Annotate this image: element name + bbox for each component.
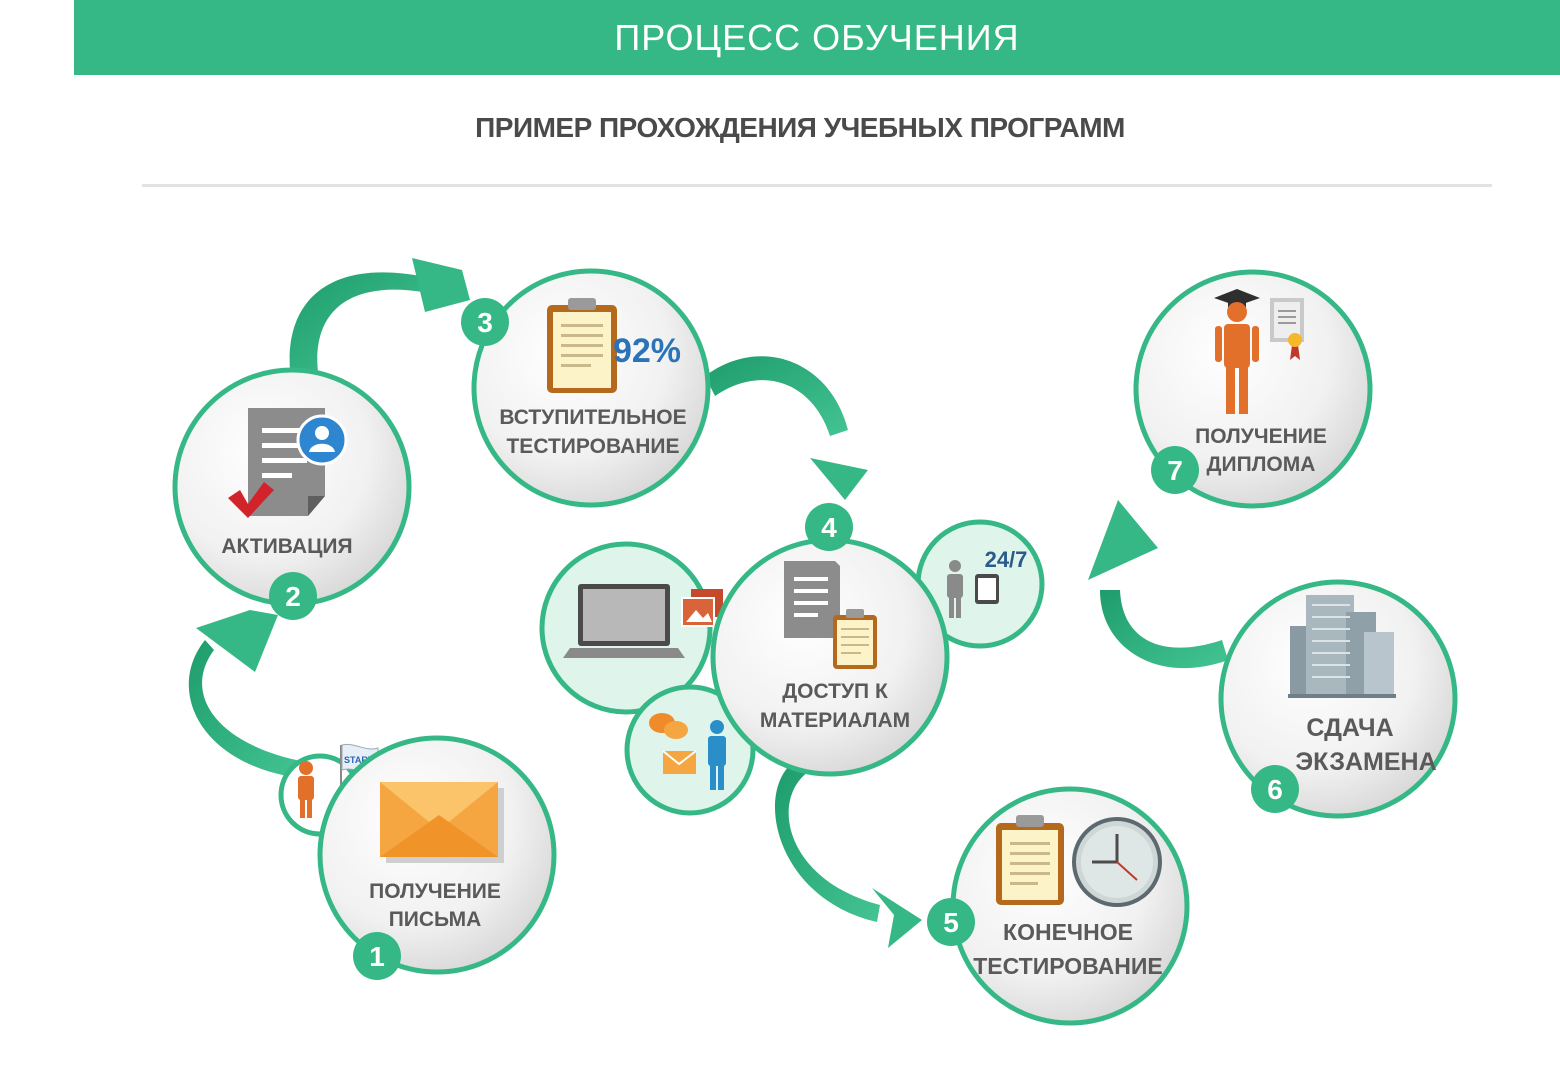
step-5-circle: КОНЕЧНОЕ ТЕСТИРОВАНИЕ 5 bbox=[927, 786, 1190, 1026]
tablet-icon bbox=[975, 574, 999, 604]
step-1-circle: START ПОЛУЧЕНИЕ ПИСЬМА 1 bbox=[278, 735, 557, 980]
score-text: 92% bbox=[613, 332, 681, 370]
document-user-icon bbox=[228, 408, 348, 518]
step-7-label-2: ДИПЛОМА bbox=[1207, 453, 1316, 476]
building-icon bbox=[1288, 595, 1396, 698]
person-gray-icon bbox=[947, 560, 963, 618]
step-1-label-1: ПОЛУЧЕНИЕ bbox=[369, 880, 501, 903]
page-subtitle: ПРИМЕР ПРОХОЖДЕНИЯ УЧЕБНЫХ ПРОГРАММ bbox=[475, 112, 1125, 143]
arrow-1-to-2 bbox=[188, 610, 306, 778]
mail-icon bbox=[662, 750, 697, 774]
step-7-number: 7 bbox=[1167, 455, 1183, 486]
start-flag-label: START bbox=[344, 755, 374, 765]
person-icon bbox=[298, 761, 314, 818]
diploma-icon bbox=[1270, 298, 1304, 360]
step-4-number: 4 bbox=[821, 512, 837, 543]
step-1-number: 1 bbox=[369, 941, 385, 972]
clipboard-clock-icon bbox=[996, 815, 1162, 907]
step-4-satellite-24-7: 24/7 bbox=[915, 519, 1045, 649]
step-3-label-2: ТЕСТИРОВАНИЕ bbox=[506, 435, 679, 458]
step-3-label-1: ВСТУПИТЕЛЬНОЕ bbox=[499, 406, 686, 429]
documents-icon bbox=[784, 561, 877, 669]
step-2-number: 2 bbox=[285, 581, 301, 612]
step-7-circle: ПОЛУЧЕНИЕ ДИПЛОМА 7 bbox=[1133, 269, 1373, 509]
page-title: ПРОЦЕСС ОБУЧЕНИЯ bbox=[614, 16, 1020, 58]
step-5-label-1: КОНЕЧНОЕ bbox=[1003, 919, 1133, 945]
step-3-number: 3 bbox=[477, 307, 493, 338]
header-banner: ПРОЦЕСС ОБУЧЕНИЯ bbox=[74, 0, 1560, 75]
divider bbox=[142, 184, 1492, 187]
chat-icon bbox=[649, 713, 688, 739]
step-2-label: АКТИВАЦИЯ bbox=[221, 535, 352, 558]
step-7-label-1: ПОЛУЧЕНИЕ bbox=[1195, 425, 1327, 448]
arrow-3-to-4 bbox=[705, 356, 868, 500]
step-6-label-1: СДАЧА bbox=[1306, 714, 1393, 742]
step-6-number: 6 bbox=[1267, 774, 1283, 805]
step-1-label-2: ПИСЬМА bbox=[389, 908, 482, 931]
laptop-icon bbox=[563, 584, 685, 658]
step-2-circle: АКТИВАЦИЯ 2 bbox=[172, 367, 412, 620]
arrow-6-to-7 bbox=[1088, 500, 1228, 669]
photos-icon bbox=[681, 589, 723, 627]
graduate-icon bbox=[1214, 289, 1260, 414]
step-4-satellite-chat bbox=[624, 684, 756, 816]
step-4-label-1: ДОСТУП К bbox=[782, 680, 888, 703]
availability-text: 24/7 bbox=[985, 547, 1028, 572]
step-4-circle: ДОСТУП К МАТЕРИАЛАМ 4 bbox=[710, 503, 950, 777]
step-5-label-2: ТЕСТИРОВАНИЕ bbox=[973, 953, 1163, 979]
envelope-icon bbox=[380, 782, 504, 863]
arrow-4-to-5 bbox=[774, 765, 922, 948]
step-5-number: 5 bbox=[943, 907, 959, 938]
arrow-2-to-3 bbox=[289, 258, 470, 372]
step-3-circle: 92% ВСТУПИТЕЛЬНОЕ ТЕСТИРОВАНИЕ 3 bbox=[461, 268, 711, 508]
step-4-label-2: МАТЕРИАЛАМ bbox=[760, 709, 910, 732]
user-figure-icon bbox=[708, 720, 726, 790]
clipboard-icon bbox=[547, 298, 617, 393]
step-6-circle: СДАЧА ЭКЗАМЕНА 6 bbox=[1218, 579, 1458, 819]
step-6-label-2: ЭКЗАМЕНА bbox=[1295, 748, 1436, 776]
step-4-satellite-laptop bbox=[539, 541, 723, 715]
